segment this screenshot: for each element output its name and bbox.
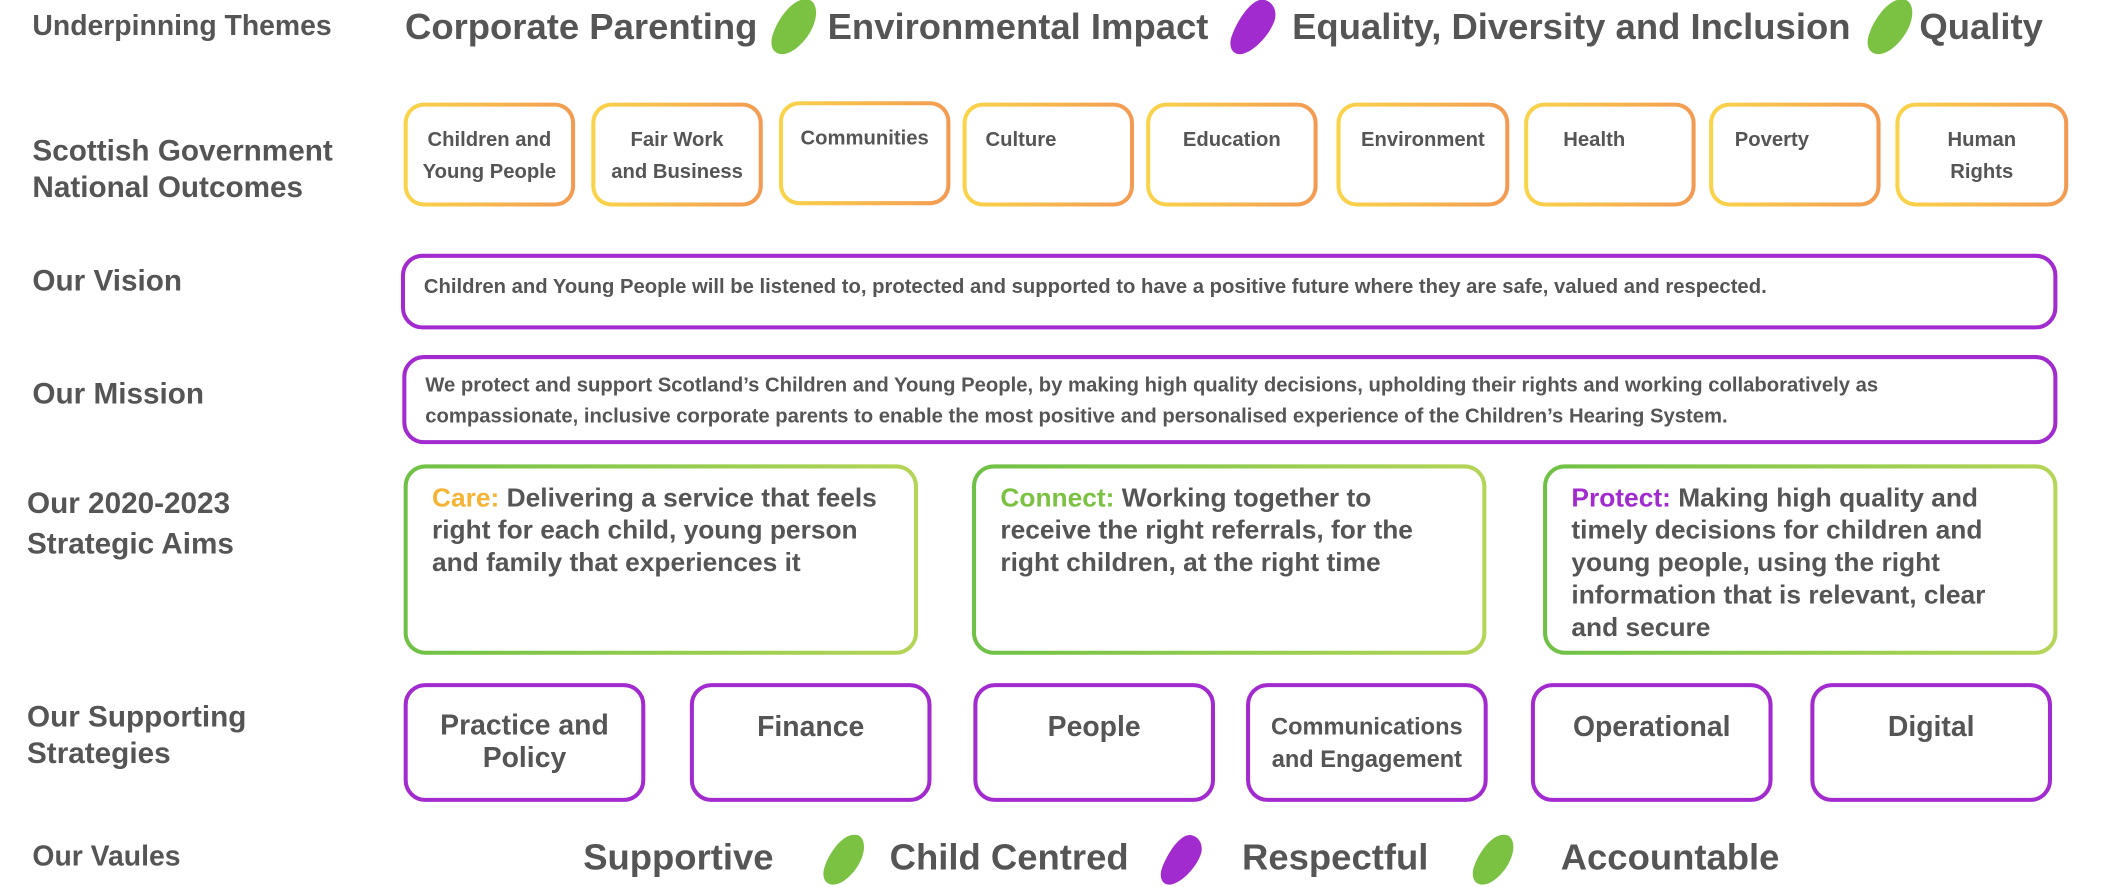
vision-text: Children and Young People will be listen…	[423, 275, 1767, 299]
outcome-culture: Culture	[962, 102, 1134, 207]
theme-environmental-impact: Environmental Impact	[827, 6, 1209, 47]
outcome-fair-work-business: Fair Work and Business	[591, 102, 763, 207]
label-national-outcomes-line2: National Outcomes	[32, 170, 304, 204]
outcome-text: Rights	[1950, 160, 2014, 184]
green-leaf-icon	[1864, 0, 1915, 57]
green-leaf-icon	[817, 833, 871, 887]
aim-care-keyword: Care:	[432, 483, 500, 513]
outcome-text: Young People	[422, 160, 557, 184]
outcome-text: Education	[1182, 128, 1281, 152]
strategy-text: Communications	[1271, 712, 1463, 740]
green-leaf-icon	[1466, 833, 1520, 887]
label-strategic-aims: Our 2020-2023 Strategic Aims	[27, 483, 234, 564]
label-supporting-strategies: Our Supporting Strategies	[27, 698, 246, 771]
aim-care: Care: Delivering a service that feels ri…	[403, 464, 918, 655]
vision-box: Children and Young People will be listen…	[400, 253, 2058, 330]
label-our-vision: Our Vision	[32, 263, 183, 297]
label-our-values: Our Vaules	[32, 841, 181, 873]
value-child-centred: Child Centred	[889, 836, 1129, 877]
label-strategic-aims-line1: Our 2020-2023	[27, 486, 231, 520]
outcome-communities: Communities	[778, 101, 951, 206]
strategy-finance: Finance	[689, 683, 932, 802]
label-our-mission: Our Mission	[32, 376, 205, 411]
strategy-text: and Engagement	[1271, 745, 1463, 773]
strategy-text: People	[1047, 711, 1141, 743]
aim-connect: Connect: Working together to receive the…	[972, 464, 1487, 655]
strategy-communications-engagement: Communications and Engagement	[1246, 683, 1488, 802]
label-strategic-aims-line2: Strategic Aims	[27, 526, 234, 561]
mission-text-line2: compassionate, inclusive corporate paren…	[425, 405, 1728, 428]
strategy-people: People	[973, 683, 1215, 802]
outcome-text: Communities	[800, 126, 929, 150]
theme-corporate-parenting: Corporate Parenting	[405, 6, 758, 47]
label-supporting-strategies-line2: Strategies	[27, 735, 171, 770]
outcome-environment: Environment	[1336, 102, 1510, 207]
aim-connect-keyword: Connect:	[1000, 483, 1115, 513]
mission-box: We protect and support Scotland’s Childr…	[402, 355, 2058, 445]
strategy-operational: Operational	[1530, 683, 1773, 802]
label-national-outcomes-line1: Scottish Government	[32, 133, 333, 168]
aim-protect: Protect: Making high quality and timely …	[1543, 464, 2058, 655]
mission-text-line1: We protect and support Scotland’s Childr…	[425, 373, 1879, 397]
aim-protect-text: Making high quality and timely decisions…	[1571, 483, 1986, 643]
values-row: Supportive Child Centred Respectful Acco…	[583, 833, 1879, 885]
strategy-text: Policy	[482, 742, 567, 774]
outcome-poverty: Poverty	[1709, 102, 1881, 207]
theme-equality-diversity-inclusion: Equality, Diversity and Inclusion	[1292, 6, 1851, 47]
label-supporting-strategies-line1: Our Supporting	[27, 699, 247, 734]
strategy-text: Finance	[757, 711, 865, 743]
outcome-text: Fair Work	[630, 128, 724, 152]
theme-quality: Quality	[1919, 6, 2043, 47]
outcome-text: and Business	[611, 160, 743, 184]
strategy-text: Digital	[1887, 711, 1975, 743]
green-leaf-icon	[768, 0, 819, 57]
aim-care-text: Delivering a service that feels right fo…	[432, 483, 877, 578]
outcome-text: Environment	[1361, 128, 1485, 152]
strategy-text: Practice and	[440, 710, 609, 742]
purple-leaf-icon	[1225, 0, 1279, 57]
value-respectful: Respectful	[1242, 836, 1429, 877]
outcome-text: Health	[1563, 128, 1626, 152]
aim-connect-text: Working together to receive the right re…	[1000, 483, 1413, 578]
value-supportive: Supportive	[583, 836, 774, 877]
outcome-education: Education	[1146, 102, 1318, 207]
value-accountable: Accountable	[1560, 836, 1780, 877]
aim-protect-keyword: Protect:	[1571, 483, 1671, 513]
strategy-digital: Digital	[1810, 683, 2052, 802]
mission-text: We protect and support Scotland’s Childr…	[425, 370, 2026, 432]
outcome-text: Culture	[985, 128, 1057, 152]
outcome-text: Poverty	[1734, 128, 1810, 152]
outcome-text: Children and	[427, 128, 552, 152]
themes-row: Corporate Parenting Environmental Impact…	[405, 0, 2106, 55]
label-underpinning-themes: Underpinning Themes	[32, 10, 332, 42]
outcome-health: Health	[1524, 102, 1696, 207]
outcome-text: Human	[1947, 128, 2017, 152]
purple-leaf-icon	[1153, 833, 1207, 887]
label-national-outcomes: Scottish Government National Outcomes	[32, 132, 332, 205]
strategy-text: Operational	[1572, 711, 1731, 743]
